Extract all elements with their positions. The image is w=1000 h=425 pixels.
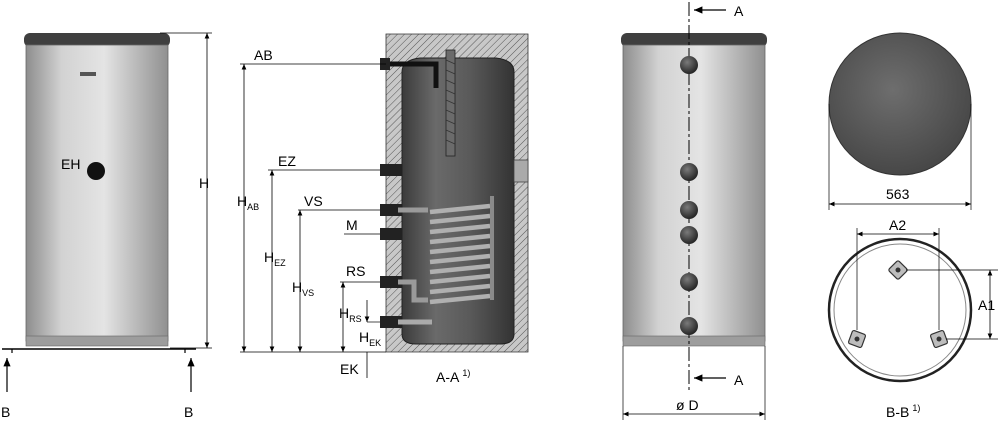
- eh-label: EH: [61, 156, 80, 172]
- ab-pipe: [386, 61, 439, 88]
- side-view: A A ø D: [621, 2, 767, 420]
- side-port-ek-icon: [680, 317, 698, 335]
- d-label: ø D: [676, 397, 699, 413]
- side-port-rs-icon: [680, 273, 698, 291]
- section-tank: [401, 57, 515, 345]
- ek-fitting-icon: [380, 316, 402, 328]
- side-port-ab-icon: [680, 56, 698, 74]
- rs-fitting-icon: [380, 276, 402, 288]
- side-port-m-icon: [680, 226, 698, 244]
- side-port-ez-icon: [680, 163, 698, 181]
- front-base-band: [25, 335, 169, 347]
- side-flange-icon: [513, 159, 529, 183]
- manufacturer-badge: [80, 72, 96, 76]
- section-view: AB EZ VS M RS EK HAB HEZ HVS HRS HEK A-A…: [237, 33, 529, 385]
- h-label: H: [199, 175, 209, 191]
- vs-fitting-icon: [380, 204, 402, 216]
- vs-label: VS: [304, 193, 323, 209]
- m-fitting-icon: [380, 228, 402, 240]
- h-ez-label: HEZ: [264, 249, 286, 268]
- section-b-left-label: B: [1, 404, 10, 420]
- h-rs-label: HRS: [339, 305, 362, 324]
- section-b-right-label: B: [184, 404, 193, 420]
- section-dimension-lines: [241, 63, 370, 378]
- side-shell: [622, 44, 766, 342]
- anode-rod: [445, 49, 456, 157]
- foot-top-icon: [888, 260, 908, 280]
- ek-label: EK: [340, 361, 359, 377]
- front-shell: [25, 44, 169, 342]
- top-lid-disc: [828, 32, 972, 176]
- ez-fitting-icon: [380, 164, 402, 176]
- side-lid: [621, 33, 767, 47]
- ez-label: EZ: [278, 153, 296, 169]
- top-view: 563: [828, 32, 972, 210]
- side-port-vs-icon: [680, 201, 698, 219]
- bottom-inner-ring: [833, 243, 967, 377]
- a2-label: A2: [889, 217, 906, 233]
- side-base-band: [622, 335, 766, 347]
- h-ab-label: HAB: [237, 193, 259, 212]
- foot-left-icon: [847, 329, 867, 349]
- h-ek-label: HEK: [359, 329, 381, 348]
- ab-label: AB: [254, 47, 273, 63]
- a1-label: A1: [978, 297, 995, 313]
- rs-coil-feed: [398, 279, 428, 303]
- diameter-value: 563: [886, 186, 910, 202]
- section-reference-lines: [240, 63, 386, 353]
- bottom-outer-ring: [827, 237, 973, 383]
- foot-right-icon: [929, 329, 949, 349]
- h-vs-label: HVS: [292, 279, 314, 298]
- section-a-bottom-label: A: [734, 372, 744, 388]
- m-label: M: [346, 217, 358, 233]
- eh-port-icon: [87, 162, 105, 180]
- front-view: EH H B B: [1, 32, 212, 420]
- section-a-top-label: A: [734, 3, 744, 19]
- anode-texture: [445, 59, 456, 145]
- heating-coil: [429, 203, 491, 305]
- rs-label: RS: [346, 263, 365, 279]
- front-lid: [24, 33, 170, 47]
